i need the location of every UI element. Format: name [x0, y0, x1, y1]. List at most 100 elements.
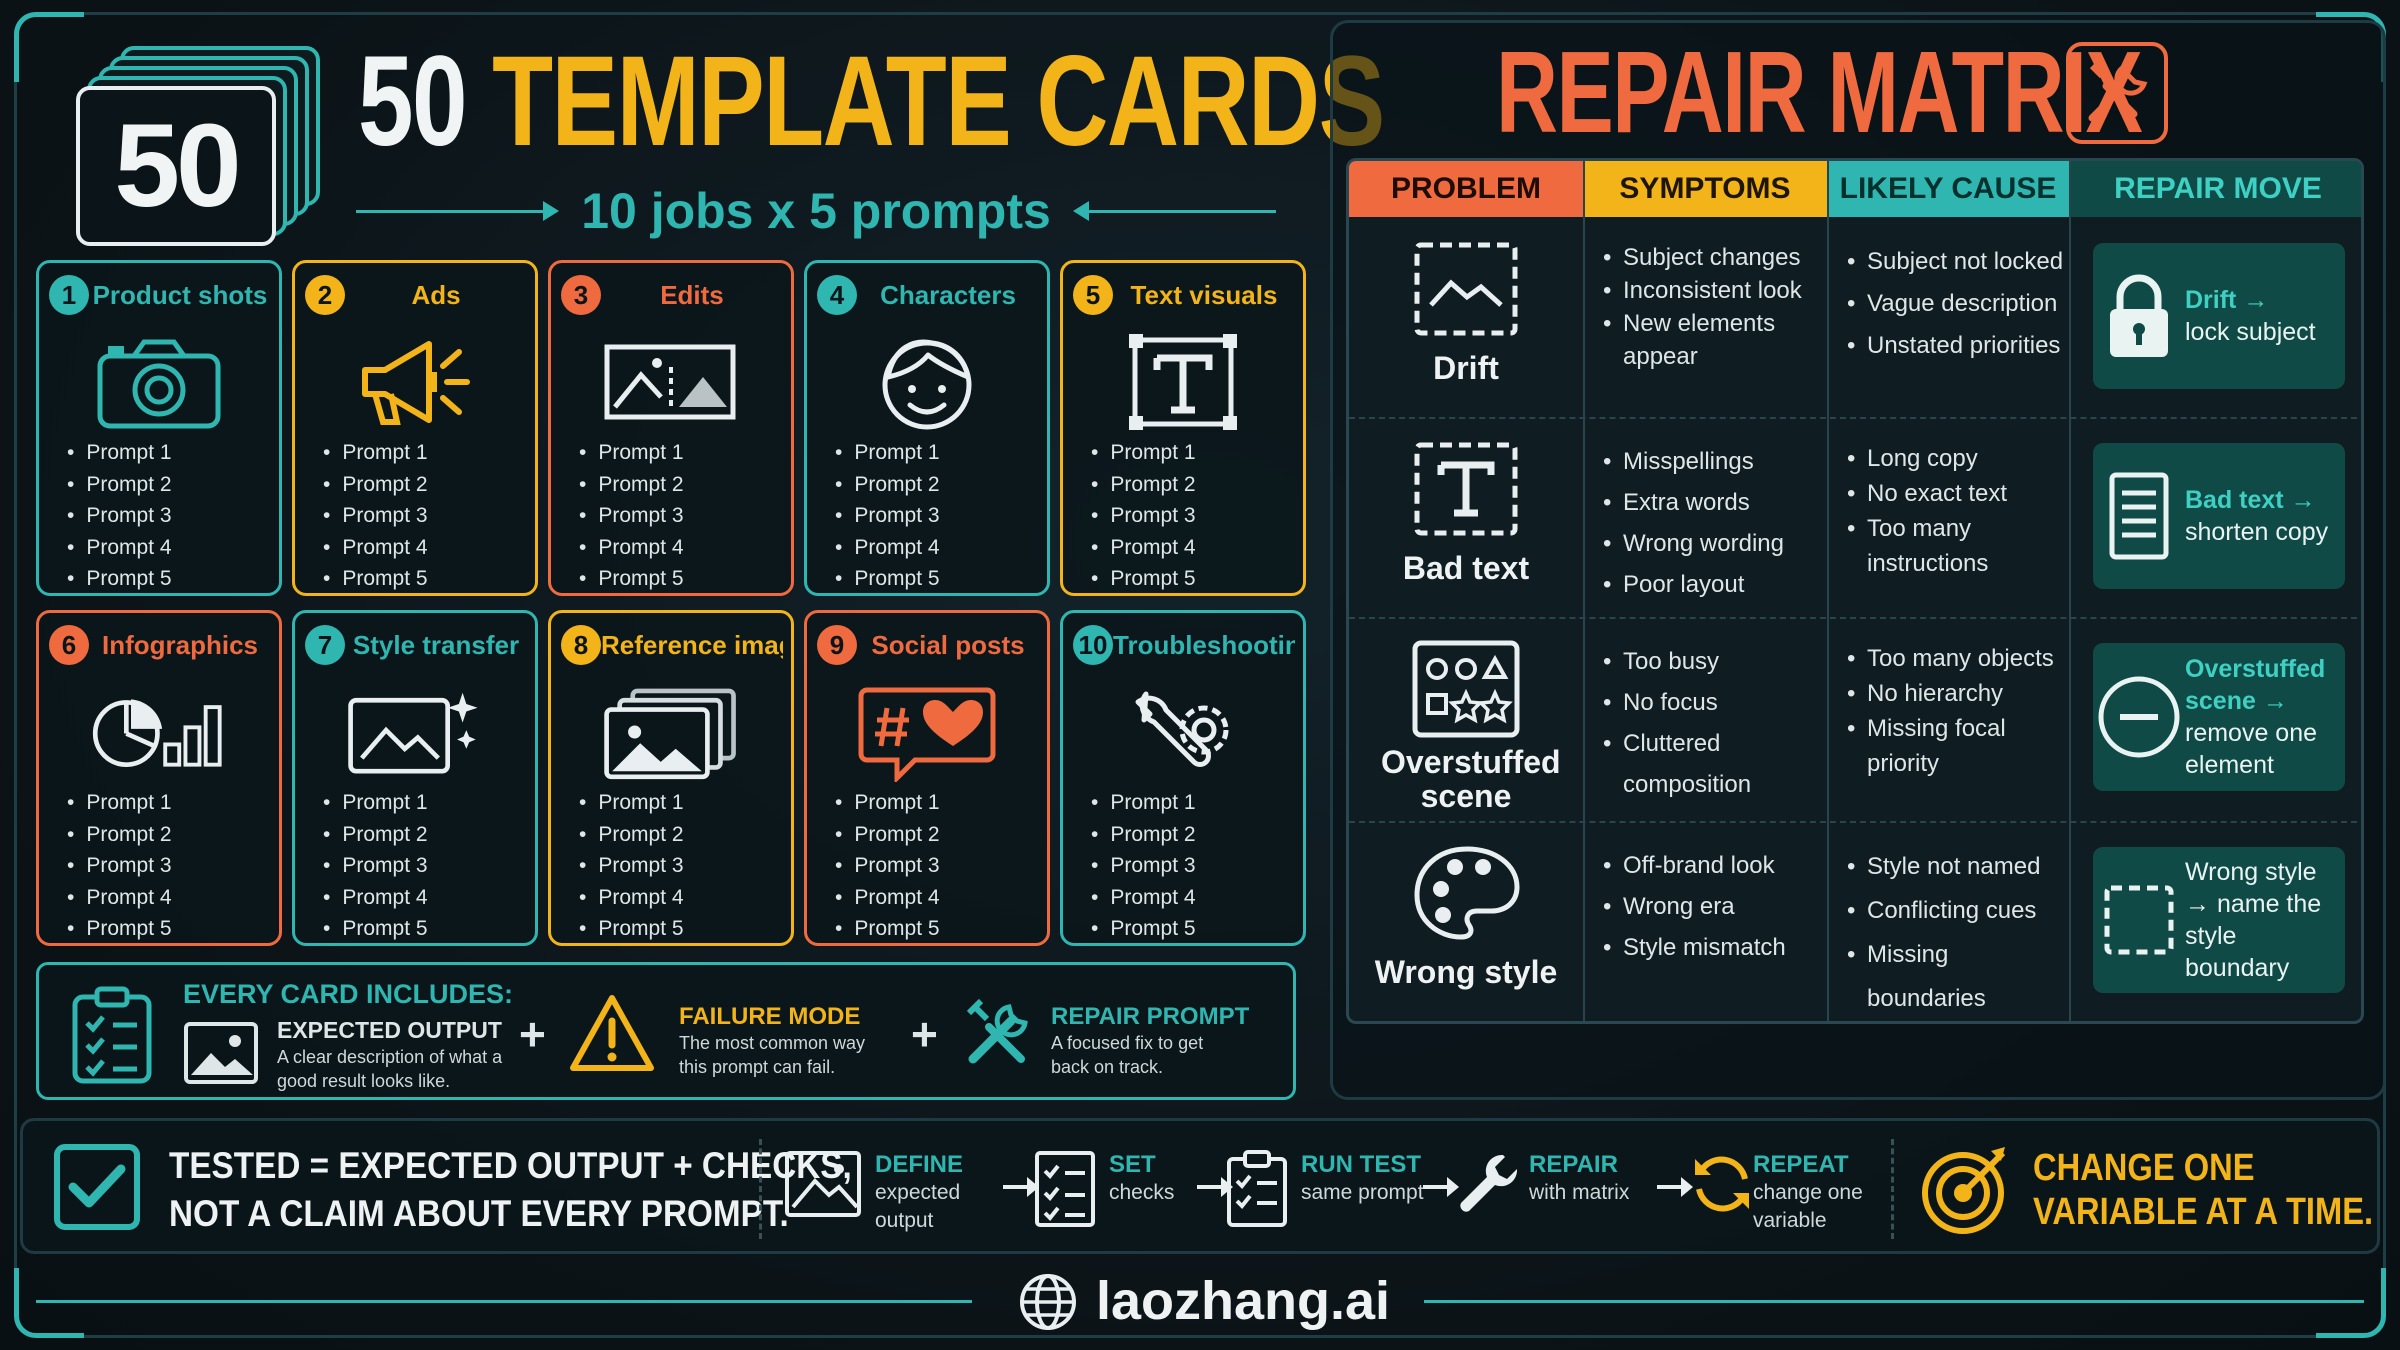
- image-stack-icon: [601, 677, 741, 787]
- prompt-item[interactable]: Prompt 4: [323, 532, 427, 564]
- repair-move-text: lock subject: [2185, 318, 2316, 346]
- prompt-item[interactable]: Prompt 2: [835, 819, 939, 851]
- prompt-item[interactable]: Prompt 1: [579, 787, 683, 819]
- prompt-item[interactable]: Prompt 5: [67, 913, 171, 945]
- prompt-item[interactable]: Prompt 4: [67, 882, 171, 914]
- prompt-item[interactable]: Prompt 4: [323, 882, 427, 914]
- prompt-item[interactable]: Prompt 5: [67, 563, 171, 595]
- prompt-item[interactable]: Prompt 2: [67, 819, 171, 851]
- symptom-item: Cluttered composition: [1603, 723, 1823, 805]
- tested-line-2: NOT A CLAIM ABOUT EVERY PROMPT.: [169, 1193, 789, 1234]
- document-icon: [2093, 471, 2185, 561]
- tools-icon: [966, 998, 1028, 1064]
- target-arrow-icon: [1922, 1147, 2006, 1234]
- prompt-item[interactable]: Prompt 1: [1091, 787, 1195, 819]
- prompt-item[interactable]: Prompt 2: [835, 469, 939, 501]
- step-desc: change one: [1753, 1181, 1863, 1204]
- prompt-item[interactable]: Prompt 3: [579, 850, 683, 882]
- template-card-6[interactable]: 6InfographicsPrompt 1Prompt 2Prompt 3Pro…: [36, 610, 282, 946]
- repair-move-key: Overstuffed scene →: [2185, 655, 2326, 715]
- prompt-item[interactable]: Prompt 1: [579, 437, 683, 469]
- prompt-item[interactable]: Prompt 1: [835, 437, 939, 469]
- prompt-item[interactable]: Prompt 4: [835, 532, 939, 564]
- arrow-right-icon: [1195, 1175, 1235, 1204]
- prompt-item[interactable]: Prompt 3: [579, 500, 683, 532]
- template-card-3[interactable]: 3EditsPrompt 1Prompt 2Prompt 3Prompt 4Pr…: [548, 260, 794, 596]
- prompt-item[interactable]: Prompt 5: [579, 563, 683, 595]
- prompt-item[interactable]: Prompt 1: [67, 787, 171, 819]
- prompt-item[interactable]: Prompt 4: [1091, 532, 1195, 564]
- symptom-item: Extra words: [1603, 482, 1823, 523]
- prompt-item[interactable]: Prompt 3: [835, 850, 939, 882]
- repair-move-button[interactable]: Drift →lock subject: [2093, 243, 2345, 389]
- frame-corner: [14, 12, 84, 82]
- step-desc: with matrix: [1529, 1181, 1630, 1204]
- symptoms-list: MisspellingsExtra wordsWrong wordingPoor…: [1603, 441, 1823, 605]
- prompt-item[interactable]: Prompt 3: [1091, 500, 1195, 532]
- brand-link[interactable]: laozhang.ai: [1096, 1271, 1391, 1331]
- symptom-item: Misspellings: [1603, 441, 1823, 482]
- prompt-item[interactable]: Prompt 4: [67, 532, 171, 564]
- prompt-item[interactable]: Prompt 2: [1091, 469, 1195, 501]
- prompt-item[interactable]: Prompt 2: [323, 819, 427, 851]
- title-text: TEMPLATE CARDS: [492, 30, 1385, 173]
- prompt-item[interactable]: Prompt 3: [1091, 850, 1195, 882]
- prompt-item[interactable]: Prompt 3: [323, 500, 427, 532]
- prompt-item[interactable]: Prompt 2: [1091, 819, 1195, 851]
- subtitle: 10 jobs x 5 prompts: [581, 183, 1051, 239]
- causes-list: Too many objectsNo hierarchyMissing foca…: [1847, 641, 2067, 781]
- symptoms-list: Too busyNo focusCluttered composition: [1603, 641, 1823, 805]
- prompt-item[interactable]: Prompt 5: [835, 913, 939, 945]
- template-card-10[interactable]: 10TroubleshootingPrompt 1Prompt 2Prompt …: [1060, 610, 1306, 946]
- prompt-item[interactable]: Prompt 3: [67, 500, 171, 532]
- prompt-item[interactable]: Prompt 1: [323, 437, 427, 469]
- arrow-right-icon: [543, 201, 560, 221]
- prompt-item[interactable]: Prompt 1: [323, 787, 427, 819]
- prompt-item[interactable]: Prompt 2: [579, 819, 683, 851]
- minus-circle-icon: [2093, 674, 2185, 760]
- prompt-item[interactable]: Prompt 2: [67, 469, 171, 501]
- failure-mode-label: FAILURE MODE: [679, 1003, 861, 1030]
- subtitle-bar: 10 jobs x 5 prompts: [356, 183, 1276, 239]
- template-card-4[interactable]: 4CharactersPrompt 1Prompt 2Prompt 3Promp…: [804, 260, 1050, 596]
- prompt-item[interactable]: Prompt 5: [1091, 563, 1195, 595]
- prompt-item[interactable]: Prompt 4: [579, 882, 683, 914]
- card-title: Characters: [880, 279, 1016, 310]
- prompt-item[interactable]: Prompt 2: [323, 469, 427, 501]
- prompt-item[interactable]: Prompt 1: [1091, 437, 1195, 469]
- prompt-item[interactable]: Prompt 3: [835, 500, 939, 532]
- prompt-item[interactable]: Prompt 2: [579, 469, 683, 501]
- template-card-2[interactable]: 2AdsPrompt 1Prompt 2Prompt 3Prompt 4Prom…: [292, 260, 538, 596]
- symptom-item: Poor layout: [1603, 564, 1823, 605]
- problem-label: Overstuffed scene: [1381, 744, 1561, 814]
- prompt-item[interactable]: Prompt 5: [1091, 913, 1195, 945]
- prompt-item[interactable]: Prompt 5: [323, 913, 427, 945]
- prompt-item[interactable]: Prompt 3: [67, 850, 171, 882]
- prompt-item[interactable]: Prompt 3: [323, 850, 427, 882]
- repair-move-button[interactable]: Bad text →shorten copy: [2093, 443, 2345, 589]
- repair-move-button[interactable]: Wrong style → name the style boundary: [2093, 847, 2345, 993]
- prompt-item[interactable]: Prompt 5: [579, 913, 683, 945]
- step-desc: expected: [875, 1181, 961, 1204]
- prompt-item[interactable]: Prompt 5: [323, 563, 427, 595]
- checkbox-checked-icon: [54, 1144, 140, 1230]
- prompt-item[interactable]: Prompt 4: [835, 882, 939, 914]
- prompt-list: Prompt 1Prompt 2Prompt 3Prompt 4Prompt 5: [835, 787, 939, 945]
- prompt-item[interactable]: Prompt 1: [835, 787, 939, 819]
- problem-label: Drift: [1433, 350, 1499, 386]
- arrow-right-icon: [1421, 1175, 1461, 1204]
- symptom-item: Too busy: [1603, 641, 1823, 682]
- prompt-item[interactable]: Prompt 1: [67, 437, 171, 469]
- prompt-item[interactable]: Prompt 4: [1091, 882, 1195, 914]
- prompt-item[interactable]: Prompt 4: [579, 532, 683, 564]
- prompt-item[interactable]: Prompt 5: [835, 563, 939, 595]
- repair-move-button[interactable]: Overstuffed scene →remove one element: [2093, 643, 2345, 791]
- cause-item: Long copy: [1847, 441, 2067, 476]
